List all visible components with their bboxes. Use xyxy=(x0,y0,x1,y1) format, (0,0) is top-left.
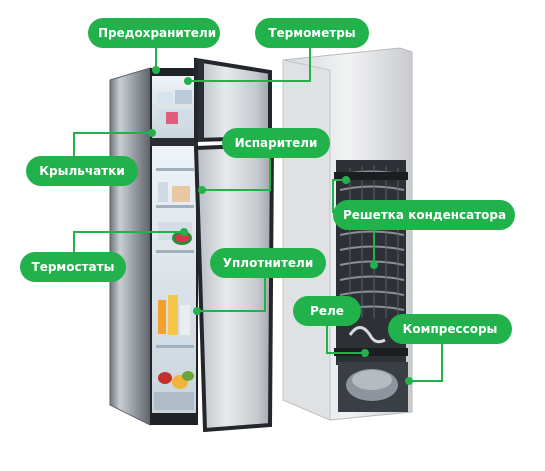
label-relay: Реле xyxy=(293,296,361,326)
connector-lines xyxy=(73,46,443,382)
label-evaporators: Испарители xyxy=(222,128,330,158)
front-refrigerator xyxy=(109,67,198,426)
label-fuses: Предохранители xyxy=(88,18,220,48)
label-thermometers: Термометры xyxy=(255,18,369,48)
label-condenser-grille: Решетка конденсатора xyxy=(333,200,515,230)
label-thermostats: Термостаты xyxy=(20,252,126,282)
doors xyxy=(193,57,275,433)
freezer-contents xyxy=(157,90,192,128)
rear-refrigerator xyxy=(282,47,413,421)
label-fans: Крыльчатки xyxy=(26,156,138,186)
markers xyxy=(148,66,413,385)
label-compressors: Компрессоры xyxy=(388,314,512,344)
label-seals: Уплотнители xyxy=(210,248,326,278)
fridge-contents xyxy=(154,168,194,410)
